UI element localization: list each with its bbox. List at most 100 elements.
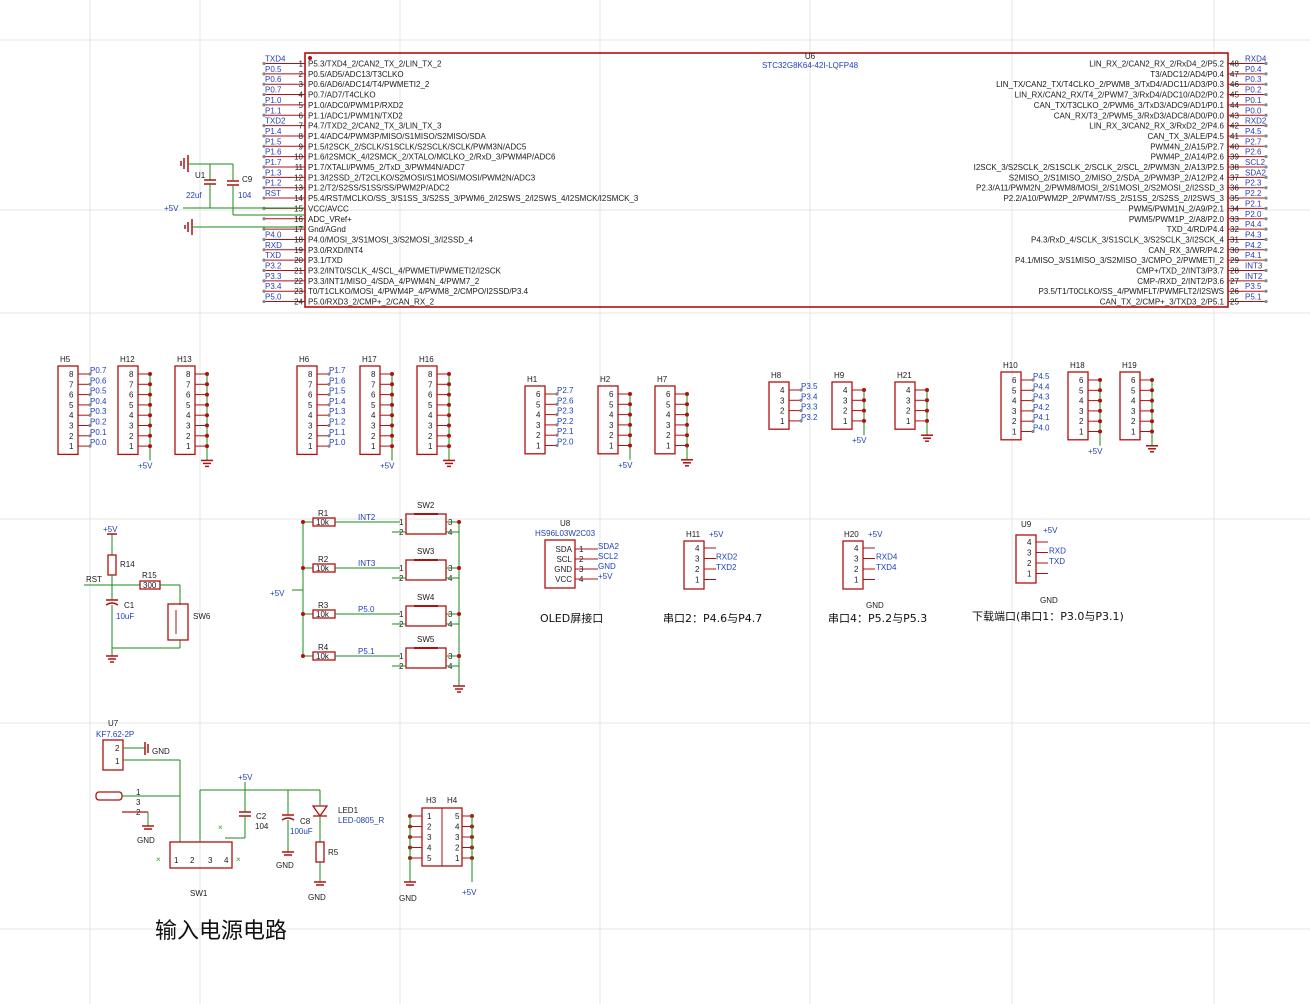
mcu-net-label: P1.0: [265, 96, 282, 105]
mcu-pin-name: P4.7/TXD2_2/CAN2_TX_3/LIN_TX_3: [308, 122, 442, 131]
mcu-pin-dot: [1264, 165, 1268, 169]
mcu-net-label: P1.7: [265, 158, 282, 167]
header-pin-dot: [327, 413, 331, 417]
junction-dot: [457, 654, 461, 658]
button-row-sw3: R210kINT3SW31234: [301, 547, 461, 583]
header-pin-number: 1: [536, 442, 541, 451]
mcu-pin-dot: [1264, 196, 1268, 200]
header-pin-number: 6: [428, 391, 433, 400]
h4-pin-number: 2: [455, 844, 460, 853]
c-22uf-label: 22uf: [186, 191, 202, 200]
mcu-pin-name: TXD_4/RD/P4.4: [1167, 225, 1225, 234]
header-pin-dot: [799, 419, 803, 423]
mcu-pin-name: T3/ADC12/AD4/P0.4: [1150, 70, 1224, 79]
mcu-pin-name: P3.1/TXD: [308, 256, 343, 265]
mcu-pin-name: P1.0/ADC0/PWM1P/RXD2: [308, 101, 404, 110]
mcu-pin-number: 11: [295, 163, 304, 172]
h20-ref: H20: [844, 530, 859, 539]
svg-text:2: 2: [190, 856, 195, 865]
header-pin-number: 3: [69, 422, 74, 431]
header-net-label: P0.1: [90, 428, 107, 437]
header-pin-number: 3: [308, 422, 313, 431]
junction-dot: [685, 412, 689, 417]
mcu-decoupling: U1 22uf C9 104 +5V: [164, 155, 305, 235]
header-pin-number: 6: [308, 391, 313, 400]
junction-dot: [1150, 398, 1154, 403]
mcu-pin-name: Gnd/AGnd: [308, 225, 346, 234]
header-pin-number: 4: [186, 411, 191, 420]
header-body: [1067, 371, 1089, 441]
header-pin-number: 3: [609, 421, 614, 430]
header-net-label: P1.0: [329, 438, 346, 447]
mcu-pin-number: 4: [299, 91, 304, 100]
switch-pin: 1: [399, 610, 404, 619]
header-pin-number: 5: [1079, 386, 1084, 395]
header-body: [57, 365, 79, 456]
mcu-pin-name: P4.3/RxD_4/SCLK_3/S1SCLK_3/S2SCLK_3/I2SC…: [1031, 235, 1225, 244]
mcu-pin-number: 5: [299, 101, 304, 110]
uart4-caption: 串口4：P5.2与P5.3: [828, 612, 927, 625]
mcu-net-label: P2.2: [1245, 189, 1262, 198]
mcu-part: STC32G8K64-42I-LQFP48: [762, 61, 859, 70]
switch-ref: SW5: [417, 635, 435, 644]
header-pin-number: 1: [1012, 428, 1017, 437]
c1-value: 10uF: [116, 612, 134, 621]
header-pin-dot: [327, 423, 331, 428]
header-pin-dot: [88, 444, 92, 448]
header-pin-number: 3: [536, 421, 541, 430]
mcu-pin-name: PWM5/PWM1P_2/A8/P2.0: [1129, 215, 1225, 224]
junction-dot: [628, 422, 632, 427]
mcu-net-label: P1.4: [265, 127, 282, 136]
mcu-pin-dot: [262, 134, 266, 138]
header-pin-number: 5: [428, 401, 433, 410]
header-net-label: P3.3: [801, 403, 818, 412]
mcu-net-label: P0.7: [265, 86, 282, 95]
header-vcc-label: +5V: [618, 461, 633, 470]
mcu-pin-name: CMP+/TXD_2/INT3/P3.7: [1136, 267, 1224, 276]
junction-dot: [862, 398, 866, 403]
mcu-net-label: P2.0: [1245, 210, 1262, 219]
junction-dot: [390, 382, 394, 387]
junction-dot: [1098, 419, 1102, 424]
header-pin-dot: [1031, 419, 1035, 423]
junction-dot: [1098, 408, 1102, 413]
mcu-pin-number: 18: [294, 235, 303, 244]
mcu-pin-name: LIN_RX_3/CAN2_RX_3/RxD2_2/P4.6: [1089, 122, 1224, 131]
mcu-pin-number: 37: [1230, 173, 1239, 182]
header-pin-number: 2: [69, 432, 74, 441]
h3-pin-number: 5: [427, 854, 432, 863]
header-pin-number: 3: [1079, 407, 1084, 416]
header-pin-number: 6: [609, 390, 614, 399]
oled-net-label: GND: [598, 562, 616, 571]
h4-pin-number: 4: [455, 823, 460, 832]
header-pin-number: 4: [609, 411, 614, 420]
header-pin-dot: [1031, 399, 1035, 403]
header-body: [359, 365, 381, 456]
junction-dot: [148, 423, 152, 428]
mcu-pin-number: 45: [1230, 91, 1239, 100]
header-pin-number: 6: [371, 391, 376, 400]
mcu-pin-name: P3.3/INT1/MISO_4/SDA_4/PWM4N_4/PWM7_2: [308, 277, 480, 286]
header-pin-number: 4: [1131, 397, 1136, 406]
switch-pin: 1: [399, 652, 404, 661]
h4-ref: H4: [447, 796, 458, 805]
junction-dot: [148, 433, 152, 438]
mcu-pin-number: 38: [1230, 163, 1239, 172]
mcu-pin-dot: [262, 72, 266, 76]
junction-dot: [925, 388, 929, 392]
header-pin-number: 6: [69, 391, 74, 400]
header-pin-number: 2: [536, 431, 541, 440]
mcu-pin-dot: [262, 186, 266, 190]
mcu-pin-number: 1: [299, 60, 304, 69]
svg-text:2: 2: [115, 744, 120, 753]
mcu-pin-name: P1.4/ADC4/PWM3P/MISO/S1MISO/S2MISO/SDA: [308, 132, 486, 141]
header-pin-number: 8: [69, 370, 74, 379]
